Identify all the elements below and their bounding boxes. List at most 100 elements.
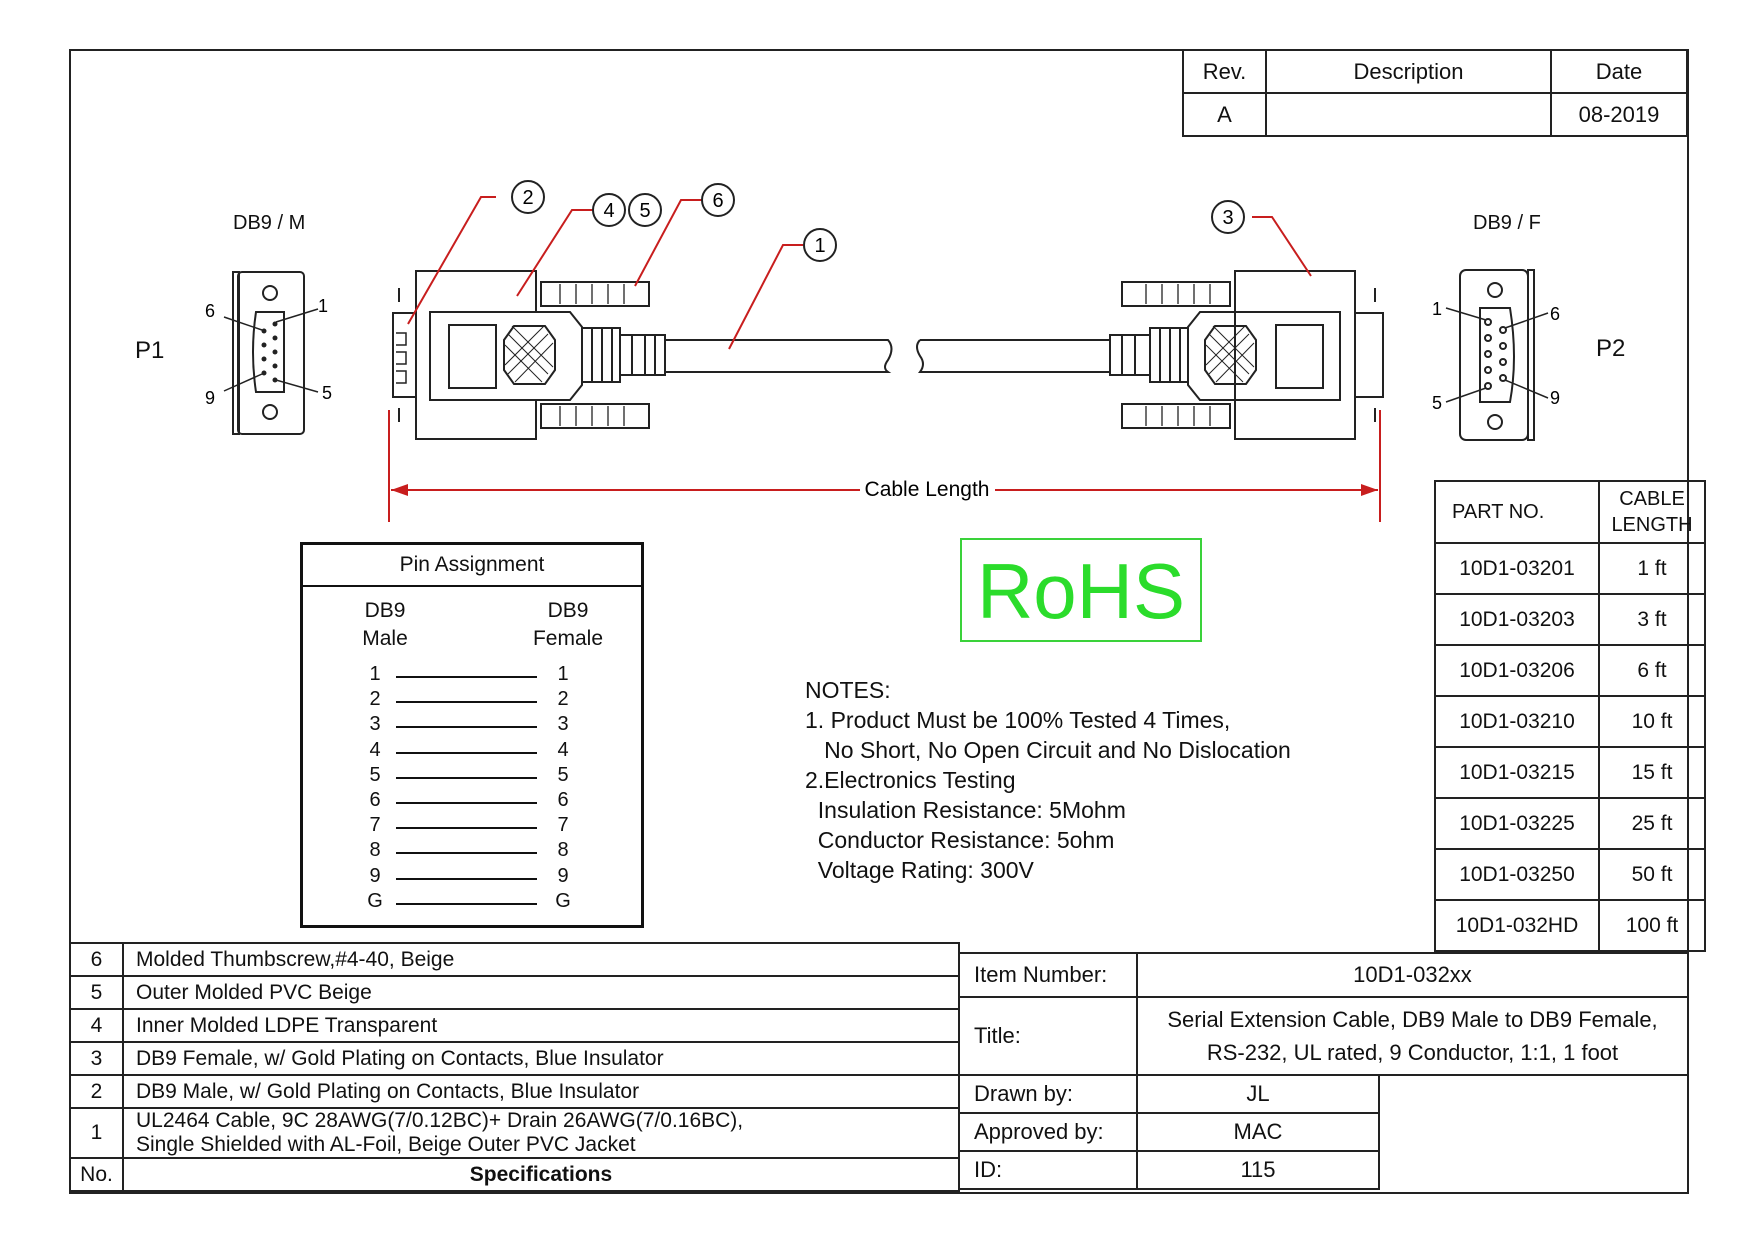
part-no-header: PART NO. bbox=[1434, 480, 1600, 544]
pin-wire bbox=[396, 776, 537, 779]
cable-length: 50 ft bbox=[1598, 848, 1706, 901]
cable-length: 6 ft bbox=[1598, 644, 1706, 697]
female-pin: 6 bbox=[557, 789, 569, 811]
pin-wire bbox=[396, 751, 537, 754]
pin-wire bbox=[396, 676, 537, 678]
note-line: 2.Electronics Testing bbox=[805, 767, 1016, 793]
p1-label: P1 bbox=[135, 337, 165, 364]
part-no: 10D1-03225 bbox=[1434, 797, 1600, 850]
note-line: 1. Product Must be 100% Tested 4 Times, bbox=[805, 707, 1231, 733]
rev-header: Rev. bbox=[1182, 49, 1267, 94]
db9-male-face bbox=[223, 271, 319, 435]
spec-text: UL2464 Cable, 9C 28AWG(7/0.12BC)+ Drain … bbox=[122, 1107, 960, 1159]
male-pin: 2 bbox=[369, 688, 381, 711]
left-connector bbox=[392, 270, 893, 440]
cable-length-dimension bbox=[388, 410, 1381, 522]
female-header: DB9 Female bbox=[532, 599, 604, 650]
female-pin: 2 bbox=[557, 688, 569, 711]
drawn-by-label: Drawn by: bbox=[958, 1074, 1138, 1114]
spec-text: Molded Thumbscrew,#4-40, Beige bbox=[122, 942, 960, 977]
pin-wire bbox=[396, 802, 537, 804]
male-pin: 3 bbox=[369, 713, 381, 736]
spec-no: 1 bbox=[69, 1107, 124, 1159]
female-pin: 3 bbox=[557, 713, 569, 736]
p2-pin-6: 6 bbox=[1550, 304, 1560, 324]
callout-1: 1 bbox=[814, 235, 825, 257]
cable-length: 100 ft bbox=[1598, 899, 1706, 952]
female-pin: G bbox=[555, 889, 571, 912]
female-pin: 1 bbox=[557, 663, 569, 685]
part-no: 10D1-03201 bbox=[1434, 542, 1600, 595]
spec-text: Outer Molded PVC Beige bbox=[122, 975, 960, 1010]
item-number: 10D1-032xx bbox=[1136, 952, 1689, 998]
male-pin: 4 bbox=[369, 738, 381, 761]
rohs-mark: RoHS bbox=[960, 538, 1202, 642]
item-number-label: Item Number: bbox=[958, 952, 1138, 998]
cable-length: 10 ft bbox=[1598, 695, 1706, 748]
cable-length: 25 ft bbox=[1598, 797, 1706, 850]
pin-wire bbox=[396, 701, 537, 704]
pin-wire bbox=[396, 902, 537, 905]
notes: NOTES: 1. Product Must be 100% Tested 4 … bbox=[805, 675, 1291, 885]
p1-type-label: DB9 / M bbox=[233, 212, 306, 234]
p1-pin-1: 1 bbox=[318, 296, 328, 316]
p2-pin-9: 9 bbox=[1550, 388, 1560, 408]
p2-type-label: DB9 / F bbox=[1473, 212, 1541, 234]
callout-2: 2 bbox=[522, 187, 533, 209]
p1-pin-5: 5 bbox=[322, 383, 332, 403]
spec-text: Inner Molded LDPE Transparent bbox=[122, 1008, 960, 1043]
female-pin: 5 bbox=[557, 763, 569, 786]
part-no: 10D1-03215 bbox=[1434, 746, 1600, 799]
note-line: Conductor Resistance: 5ohm bbox=[805, 827, 1115, 853]
spec-text: DB9 Female, w/ Gold Plating on Contacts,… bbox=[122, 1041, 960, 1076]
spec-no: 3 bbox=[69, 1041, 124, 1076]
db9-female-face bbox=[1445, 269, 1549, 441]
spec-no: 6 bbox=[69, 942, 124, 977]
female-pin: 4 bbox=[557, 738, 569, 761]
drawing-id: 115 bbox=[1136, 1150, 1380, 1190]
note-line: Voltage Rating: 300V bbox=[805, 857, 1034, 883]
part-no: 10D1-03210 bbox=[1434, 695, 1600, 748]
p1-pin-6: 6 bbox=[205, 301, 215, 321]
pin-wire bbox=[396, 827, 537, 830]
cable-length: 1 ft bbox=[1598, 542, 1706, 595]
rev-value: A bbox=[1182, 92, 1267, 137]
male-pin: 6 bbox=[369, 789, 381, 811]
title-block-blank bbox=[1378, 1074, 1688, 1189]
approved-by-label: Approved by: bbox=[958, 1112, 1138, 1152]
p1-pin-9: 9 bbox=[205, 388, 215, 408]
title-block: Item Number: 10D1-032xx Title: Serial Ex… bbox=[958, 952, 1689, 1190]
spec-no-header: No. bbox=[69, 1157, 124, 1192]
right-connector bbox=[916, 270, 1384, 440]
callout-6: 6 bbox=[712, 190, 723, 212]
male-pin: 8 bbox=[369, 839, 381, 862]
title-label: Title: bbox=[958, 996, 1138, 1076]
p2-label: P2 bbox=[1596, 335, 1626, 362]
pin-wire bbox=[396, 852, 537, 855]
part-no: 10D1-03206 bbox=[1434, 644, 1600, 697]
pin-assignment-title: Pin Assignment bbox=[303, 545, 641, 587]
cable-length-label: Cable Length bbox=[865, 478, 990, 501]
note-line: No Short, No Open Circuit and No Disloca… bbox=[805, 737, 1291, 763]
callout-leaders bbox=[407, 196, 1312, 350]
female-pin: 7 bbox=[557, 814, 569, 837]
part-no: 10D1-03203 bbox=[1434, 593, 1600, 646]
drawing-title: Serial Extension Cable, DB9 Male to DB9 … bbox=[1136, 996, 1689, 1076]
callout-bubbles bbox=[511, 180, 1245, 262]
male-pin: G bbox=[367, 889, 383, 912]
notes-title: NOTES: bbox=[805, 677, 891, 703]
pin-wire bbox=[396, 726, 537, 729]
approved-by: MAC bbox=[1136, 1112, 1380, 1152]
description-value bbox=[1265, 92, 1552, 137]
pin-wire bbox=[396, 877, 537, 880]
spec-no: 4 bbox=[69, 1008, 124, 1043]
male-pin: 5 bbox=[369, 763, 381, 786]
spec-text: DB9 Male, w/ Gold Plating on Contacts, B… bbox=[122, 1074, 960, 1109]
callout-5: 5 bbox=[639, 200, 650, 222]
callout-3: 3 bbox=[1222, 207, 1233, 229]
date-value: 08-2019 bbox=[1550, 92, 1688, 137]
spec-no: 2 bbox=[69, 1074, 124, 1109]
male-pin: 7 bbox=[369, 814, 381, 837]
